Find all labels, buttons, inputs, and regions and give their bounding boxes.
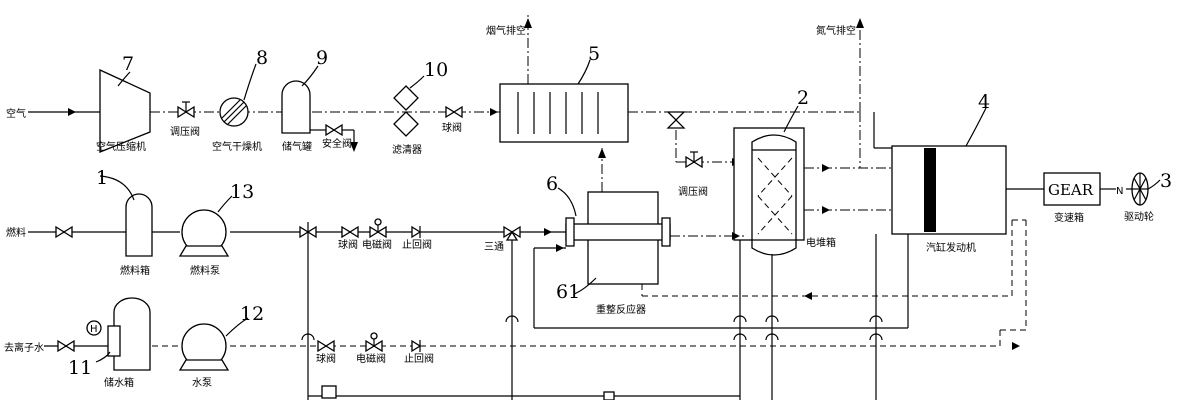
engine-label: 汽缸发动机 (926, 241, 976, 254)
check-valve-fuel-icon (411, 225, 422, 239)
solenoid-valve-fuel-icon (369, 218, 387, 239)
label-4: 4 (978, 91, 990, 113)
label-13: 13 (230, 181, 254, 203)
label-12: 12 (240, 303, 264, 325)
fuel-cell-stack-box (733, 127, 805, 256)
air-compressor (99, 68, 151, 153)
label-8: 8 (256, 47, 268, 69)
water-inlet-valve-icon (57, 339, 75, 353)
drive-wheel-icon (1131, 172, 1149, 206)
label-5: 5 (588, 43, 600, 65)
water-line (44, 342, 1020, 350)
ball-valve-air-label: 球阀 (442, 121, 462, 134)
ball-valve-water-label: 球阀 (316, 352, 336, 365)
gearbox-label: 变速箱 (1054, 211, 1084, 224)
air-dryer-label: 空气干燥机 (212, 140, 262, 153)
line-crossings (301, 315, 883, 341)
label-7: 7 (122, 53, 134, 75)
pressure-valve-1-label: 调压阀 (170, 125, 200, 138)
flue-gas-label: 烟气排空 (486, 24, 526, 37)
label-1: 1 (96, 167, 108, 189)
label-3: 3 (1160, 170, 1172, 192)
fuel-tank-label: 燃料箱 (120, 264, 150, 277)
pressure-valve-1-icon (177, 101, 195, 119)
check-valve-water-icon (411, 339, 422, 353)
ball-valve-fuel-label: 球阀 (338, 238, 358, 251)
ball-valve-water-icon (317, 339, 335, 353)
label-9: 9 (316, 47, 328, 69)
water-pump-label: 水泵 (192, 377, 212, 389)
air-tank-label: 储气罐 (282, 140, 312, 153)
three-way-label: 三通 (484, 241, 504, 253)
water-tank-icon (107, 297, 151, 371)
fuel-inlet-valve-icon (55, 225, 73, 239)
air-label: 空气 (6, 107, 26, 120)
safety-valve-icon (310, 123, 358, 152)
fuel-label: 燃料 (6, 226, 26, 239)
filter-label: 滤清器 (392, 143, 422, 156)
n-symbol: N (1116, 186, 1123, 197)
drive-wheel-label: 驱动轮 (1124, 210, 1154, 223)
gearbox-block (1043, 172, 1101, 206)
fuel-branch-valve-icon (299, 222, 317, 239)
water-pump-icon (178, 323, 230, 371)
filter-icon (393, 85, 419, 137)
three-way-valve-icon (503, 225, 521, 241)
check-valve-fuel-label: 止回阀 (402, 238, 432, 251)
check-valve-water-label: 止回阀 (404, 352, 434, 365)
pressure-valve-2-label: 调压阀 (678, 185, 708, 198)
engine-block (891, 145, 1007, 235)
air-dryer-icon (219, 97, 249, 127)
label-61: 61 (556, 281, 580, 303)
return-lines (533, 219, 1027, 400)
leader-lines (95, 59, 1161, 363)
ball-valve-air-icon (445, 105, 463, 119)
air-line (28, 18, 892, 168)
safety-valve-label: 安全阀 (322, 137, 352, 150)
label-11: 11 (68, 357, 92, 379)
flue-gas-exhaust (524, 14, 532, 84)
label-2: 2 (797, 87, 809, 109)
ball-valve-fuel-icon (341, 225, 359, 239)
fuel-tank-icon (125, 193, 153, 257)
gear-text: GEAR (1048, 181, 1094, 199)
solenoid-valve-fuel-label: 电磁阀 (362, 238, 392, 251)
reformer-label: 重整反应器 (596, 303, 646, 316)
h-symbol: H (90, 324, 98, 335)
label-6: 6 (546, 173, 558, 195)
solenoid-valve-water-icon (365, 332, 383, 353)
label-10: 10 (424, 59, 448, 81)
deionized-water-label: 去离子水 (4, 341, 44, 354)
nitrogen-label: 氮气排空 (816, 24, 856, 37)
air-compressor-label: 空气压缩机 (96, 140, 146, 153)
water-tank-label: 储水箱 (104, 376, 134, 389)
fuel-pump-icon (178, 209, 230, 257)
solenoid-valve-water-label: 电磁阀 (356, 352, 386, 365)
reformer-icon (565, 191, 671, 285)
pressure-valve-2-icon (666, 111, 703, 169)
air-tank-icon (281, 80, 311, 134)
stack-box-label: 电堆箱 (806, 236, 836, 249)
level-gauge-icon (86, 320, 102, 336)
fuel-pump-label: 燃料泵 (190, 264, 220, 277)
heat-exchanger-5 (499, 83, 629, 143)
